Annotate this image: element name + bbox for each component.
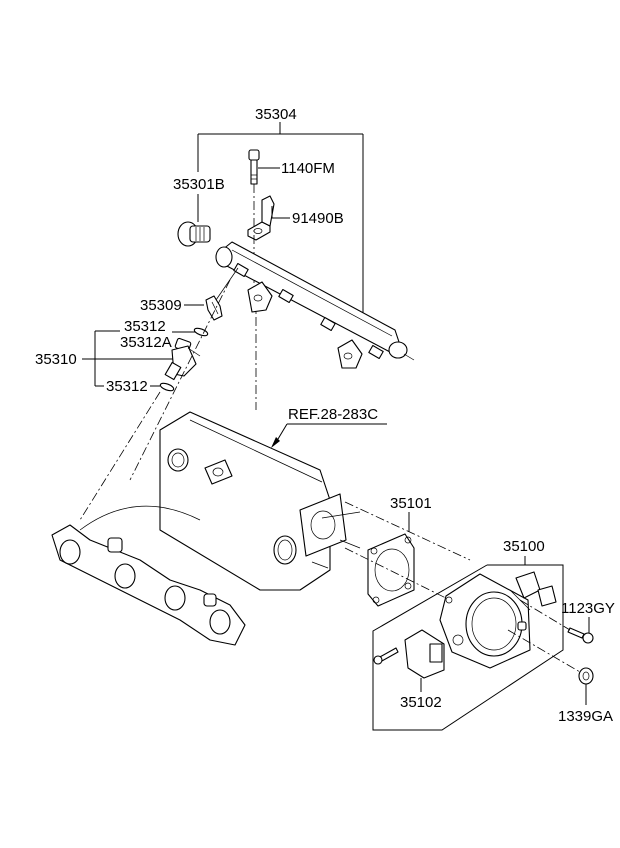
label-1123GY[interactable]: 1123GY [561,600,615,617]
nut-1339ga-part [578,667,594,685]
label-91490B[interactable]: 91490B [292,210,344,227]
label-1140FM[interactable]: 1140FM [281,160,335,177]
tps-sensor-part [373,629,445,679]
label-1339GA[interactable]: 1339GA [558,708,613,725]
label-35312-lower[interactable]: 35312 [106,378,148,395]
label-35309[interactable]: 35309 [140,297,182,314]
fuel-rail-assembly-bracket [197,122,364,320]
label-35312A[interactable]: 35312A [120,334,172,351]
label-35101[interactable]: 35101 [390,495,432,512]
pressure-regulator-part [177,221,211,247]
label-35100[interactable]: 35100 [503,538,545,555]
throttle-body-group-bracket [372,556,564,731]
label-35310[interactable]: 35310 [35,351,77,368]
intake-manifold-part [51,411,361,646]
injector-group-bracket [82,330,178,387]
gasket-35101-part [367,533,415,607]
fuel-rail-part [215,241,415,369]
label-35102[interactable]: 35102 [400,694,442,711]
clip-35309-part [205,295,223,321]
label-35304[interactable]: 35304 [255,106,297,123]
label-35312-upper[interactable]: 35312 [124,318,166,335]
label-35301B[interactable]: 35301B [173,176,225,193]
throttle-body-part [439,571,557,669]
bolt-1123gy-part [567,627,594,644]
label-ref-28-283C[interactable]: REF.28-283C [288,406,378,423]
oring-upper-part [193,327,209,337]
oring-lower-part [159,382,175,392]
bracket-91490b-part [247,195,275,241]
bolt-1140fm-part [248,149,260,185]
ref-arrow-icon [271,437,280,448]
